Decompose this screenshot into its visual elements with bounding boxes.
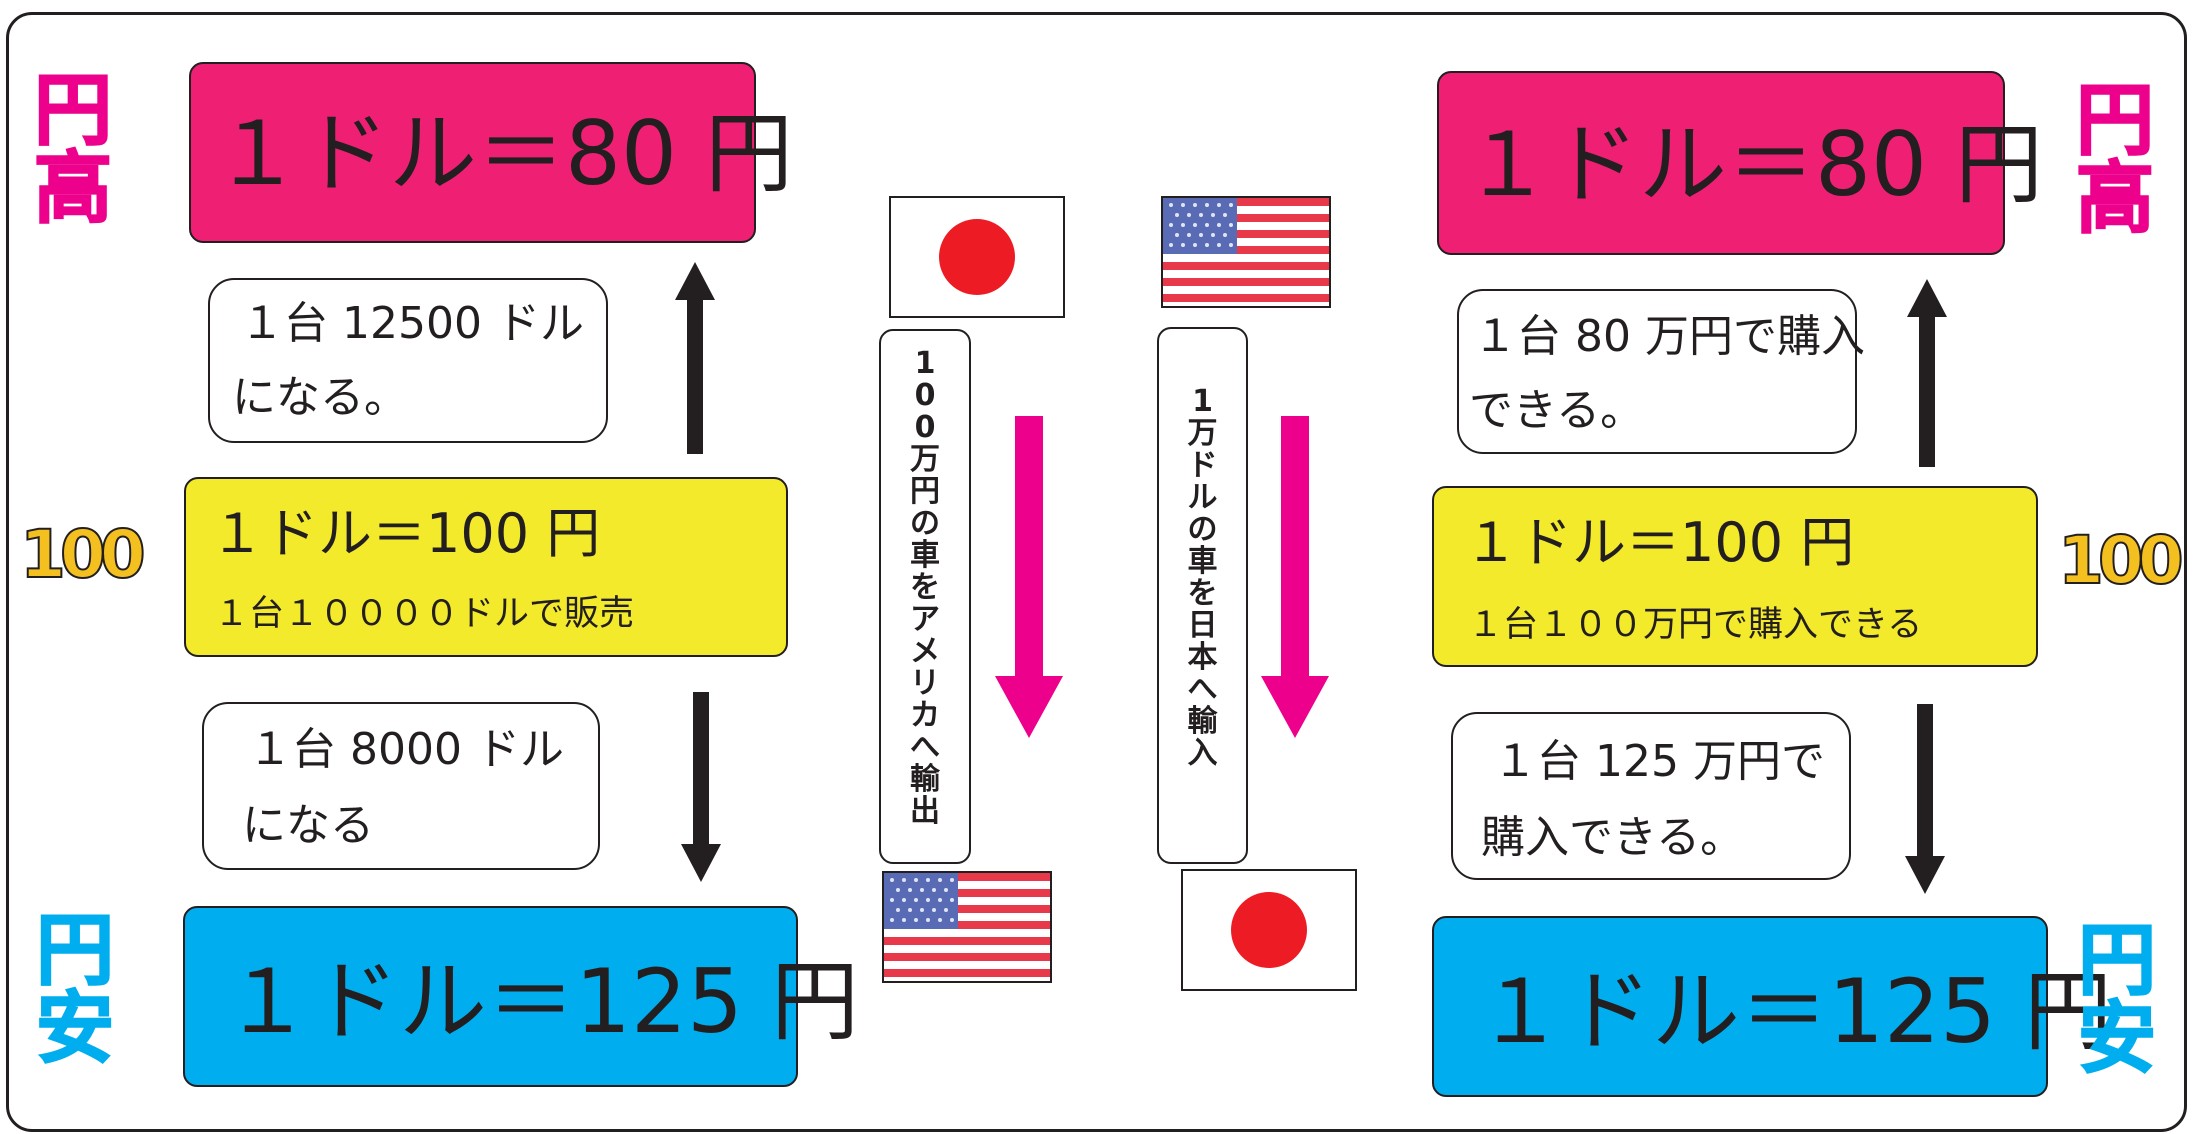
export-flow-arrow-icon — [995, 416, 1063, 738]
rate-80-box-left: １ドル＝80 円 — [189, 62, 793, 243]
note-weak-yen-left: １台 8000 ドル になる — [202, 702, 600, 870]
hundred-label-left: 100 — [19, 516, 147, 593]
diagram-frame — [6, 12, 2187, 1132]
arrow-up-icon — [675, 262, 715, 454]
hundred-label-right: 100 — [2057, 522, 2185, 599]
note-strong-yen-left: １台 12500 ドル になる。 — [208, 278, 608, 443]
yen-high-label-right: 円 高 — [2075, 76, 2155, 244]
rate-100-box-left: １ドル＝100 円 １台１００００ドルで販売 — [184, 477, 788, 657]
rate-125-box-left: １ドル＝125 円 — [183, 906, 859, 1087]
note-weak-yen-right: １台 125 万円で 購入できる。 — [1451, 712, 1851, 880]
arrow-down-icon — [1905, 704, 1945, 894]
note-strong-yen-right: １台 80 万円で購入 できる。 — [1457, 289, 1865, 454]
rate-125-box-right: １ドル＝125 円 — [1432, 916, 2112, 1097]
japan-flag-icon — [1181, 869, 1357, 991]
yen-low-label-left: 円 安 — [35, 906, 115, 1074]
yen-high-label-left: 円 高 — [33, 66, 113, 234]
rate-100-box-right: １ドル＝100 円 １台１００万円で購入できる — [1432, 486, 2038, 667]
us-flag-icon — [882, 871, 1052, 983]
arrow-down-icon — [681, 692, 721, 882]
us-flag-icon — [1161, 196, 1331, 308]
yen-low-label-right: 円 安 — [2077, 916, 2157, 1084]
arrow-up-icon — [1907, 279, 1947, 467]
rate-80-box-right: １ドル＝80 円 — [1437, 71, 2043, 255]
japan-flag-icon — [889, 196, 1065, 318]
import-flow-arrow-icon — [1261, 416, 1329, 738]
